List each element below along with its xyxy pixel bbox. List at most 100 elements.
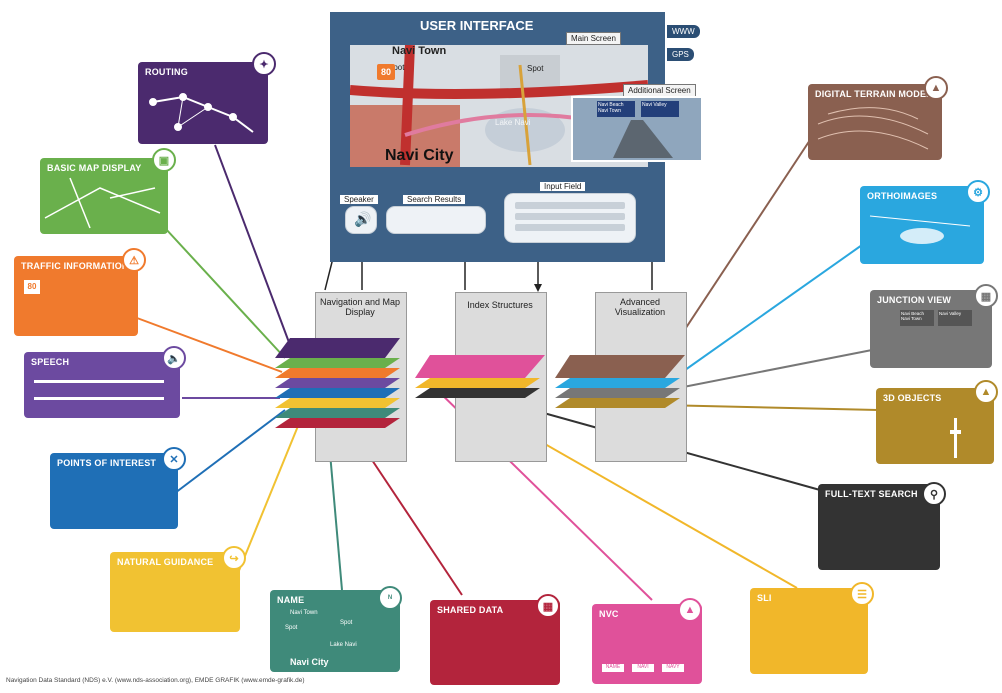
search-results-label: Search Results <box>403 195 466 204</box>
nvc-icon: ▲ <box>678 598 702 622</box>
speech-title: SPEECH <box>31 357 70 367</box>
nvc-button-navy: NAVY <box>662 664 684 672</box>
guidance-connector <box>237 425 299 574</box>
sli-card: SLI <box>750 588 868 674</box>
routing-title: ROUTING <box>145 67 188 77</box>
keyboard-keys <box>515 202 625 231</box>
additional-sign-right: Navi Valley <box>641 101 679 117</box>
objects3d-icon: ▲ <box>974 380 998 404</box>
poi-card: POINTS OF INTEREST <box>50 453 178 529</box>
map-navi-city: Navi City <box>385 147 454 164</box>
ortho-connector <box>677 244 863 376</box>
speech-icon: 🔈 <box>162 346 186 370</box>
shared-data-title: SHARED DATA <box>437 605 504 615</box>
basic-map-connector <box>164 227 286 359</box>
natural-guidance-card: NATURAL GUIDANCE <box>110 552 240 632</box>
map-navi-town: Navi Town <box>392 45 447 57</box>
junction-sign-right: Navi Valley <box>938 310 972 326</box>
main-screen-label: Main Screen <box>566 32 621 45</box>
natural-guidance-title: NATURAL GUIDANCE <box>117 557 214 567</box>
name-town: Navi Town <box>290 610 318 616</box>
name-card: NAME Navi Town Spot Spot Lake Navi Navi … <box>270 590 400 672</box>
additional-sign-left: Navi Beach Navi Town <box>597 101 635 117</box>
poi-connector <box>174 409 286 494</box>
gps-tag: GPS <box>667 48 694 61</box>
basic-map-title: BASIC MAP DISPLAY <box>47 163 142 173</box>
basic-map-lines <box>44 177 161 229</box>
nvc-title: NVC <box>599 609 619 619</box>
ortho-icon: ⚙ <box>966 180 990 204</box>
junction-title: JUNCTION VIEW <box>877 295 952 305</box>
index-label: Index Structures <box>467 300 533 310</box>
name-icon: N <box>378 586 402 610</box>
name-title: NAME <box>277 595 305 605</box>
objects3d-connector <box>659 404 879 411</box>
fulltext-search-icon: ⚲ <box>922 482 946 506</box>
junction-card: JUNCTION VIEW Navi Beach Navi Town Navi … <box>870 290 992 368</box>
dtm-icon: ▲ <box>924 76 948 100</box>
search-results-widget[interactable] <box>386 206 486 234</box>
routing-graph <box>149 93 254 133</box>
routing-connector <box>214 144 291 346</box>
adv-stack <box>555 355 685 408</box>
nvc-card: NVC NAME NAVI NAVY <box>592 604 702 684</box>
fulltext-title: FULL-TEXT SEARCH <box>825 489 918 499</box>
speed-limit-sign: 80 <box>377 64 395 80</box>
ui-title: USER INTERFACE <box>420 18 534 33</box>
nav-map-label: Navigation and Map Display <box>319 297 401 317</box>
poi-title: POINTS OF INTEREST <box>57 458 157 468</box>
objects3d-title: 3D OBJECTS <box>883 393 942 403</box>
www-tag: WWW <box>667 25 700 38</box>
additional-screen: Navi Beach Navi Town Navi Valley <box>571 96 703 162</box>
shared-data-icon: ▦ <box>536 594 560 618</box>
basic-map-icon: ▣ <box>152 148 176 172</box>
input-field-keyboard[interactable] <box>504 193 636 243</box>
nvc-button-name: NAME <box>602 664 624 672</box>
basic-map-card: BASIC MAP DISPLAY <box>40 158 168 234</box>
poi-icon: ✕ <box>162 447 186 471</box>
dtm-connector <box>667 139 811 356</box>
main-screen-map <box>350 45 648 167</box>
routing-icon: ✦ <box>252 52 276 76</box>
dtm-card: DIGITAL TERRAIN MODEL <box>808 84 942 160</box>
orthoimages-card: ORTHOIMAGES <box>860 186 984 264</box>
sli-title: SLI <box>757 593 772 603</box>
sli-icon: ☰ <box>850 582 874 606</box>
name-spot-2: Spot <box>340 620 353 626</box>
ortho-graphic <box>869 215 971 244</box>
traffic-connector <box>136 317 283 373</box>
natural-guidance-icon: ↪ <box>222 546 246 570</box>
junction-sign-left: Navi Beach Navi Town <box>900 310 934 326</box>
map-lake: Lake Navi <box>495 118 531 127</box>
speaker-icon: 🔊 <box>354 211 372 227</box>
speaker-widget[interactable]: 🔊 <box>345 206 377 234</box>
traffic-title: TRAFFIC INFORMATION <box>21 261 129 271</box>
nvc-button-navi: NAVI <box>632 664 654 672</box>
fulltext-card: FULL-TEXT SEARCH <box>818 484 940 570</box>
junction-icon: ▦ <box>974 284 998 308</box>
speaker-label: Speaker <box>340 195 378 204</box>
orthoimages-title: ORTHOIMAGES <box>867 191 938 201</box>
map-roads <box>350 45 648 167</box>
routing-card: ROUTING <box>138 62 268 144</box>
adv-label: Advanced Visualization <box>614 297 666 317</box>
map-spot-1: Spot <box>388 63 405 72</box>
name-lake: Lake Navi <box>330 642 357 648</box>
objects3d-card: 3D OBJECTS <box>876 388 994 464</box>
additional-road <box>613 120 673 158</box>
traffic-icon: ⚠ <box>122 248 146 272</box>
map-spot-2: Spot <box>527 64 544 73</box>
junction-connector <box>667 349 873 391</box>
speech-card: SPEECH <box>24 352 180 418</box>
name-spot-1: Spot <box>285 625 298 631</box>
dtm-contours <box>817 107 929 150</box>
dtm-title: DIGITAL TERRAIN MODEL <box>815 89 932 99</box>
traffic-card: TRAFFIC INFORMATION 80 <box>14 256 138 336</box>
footer-credit: Navigation Data Standard (NDS) e.V. (www… <box>6 677 305 684</box>
name-city: Navi City <box>290 657 329 667</box>
nav-stack <box>275 338 400 428</box>
speech-waveform <box>34 380 164 400</box>
tower-graphic <box>950 418 961 458</box>
